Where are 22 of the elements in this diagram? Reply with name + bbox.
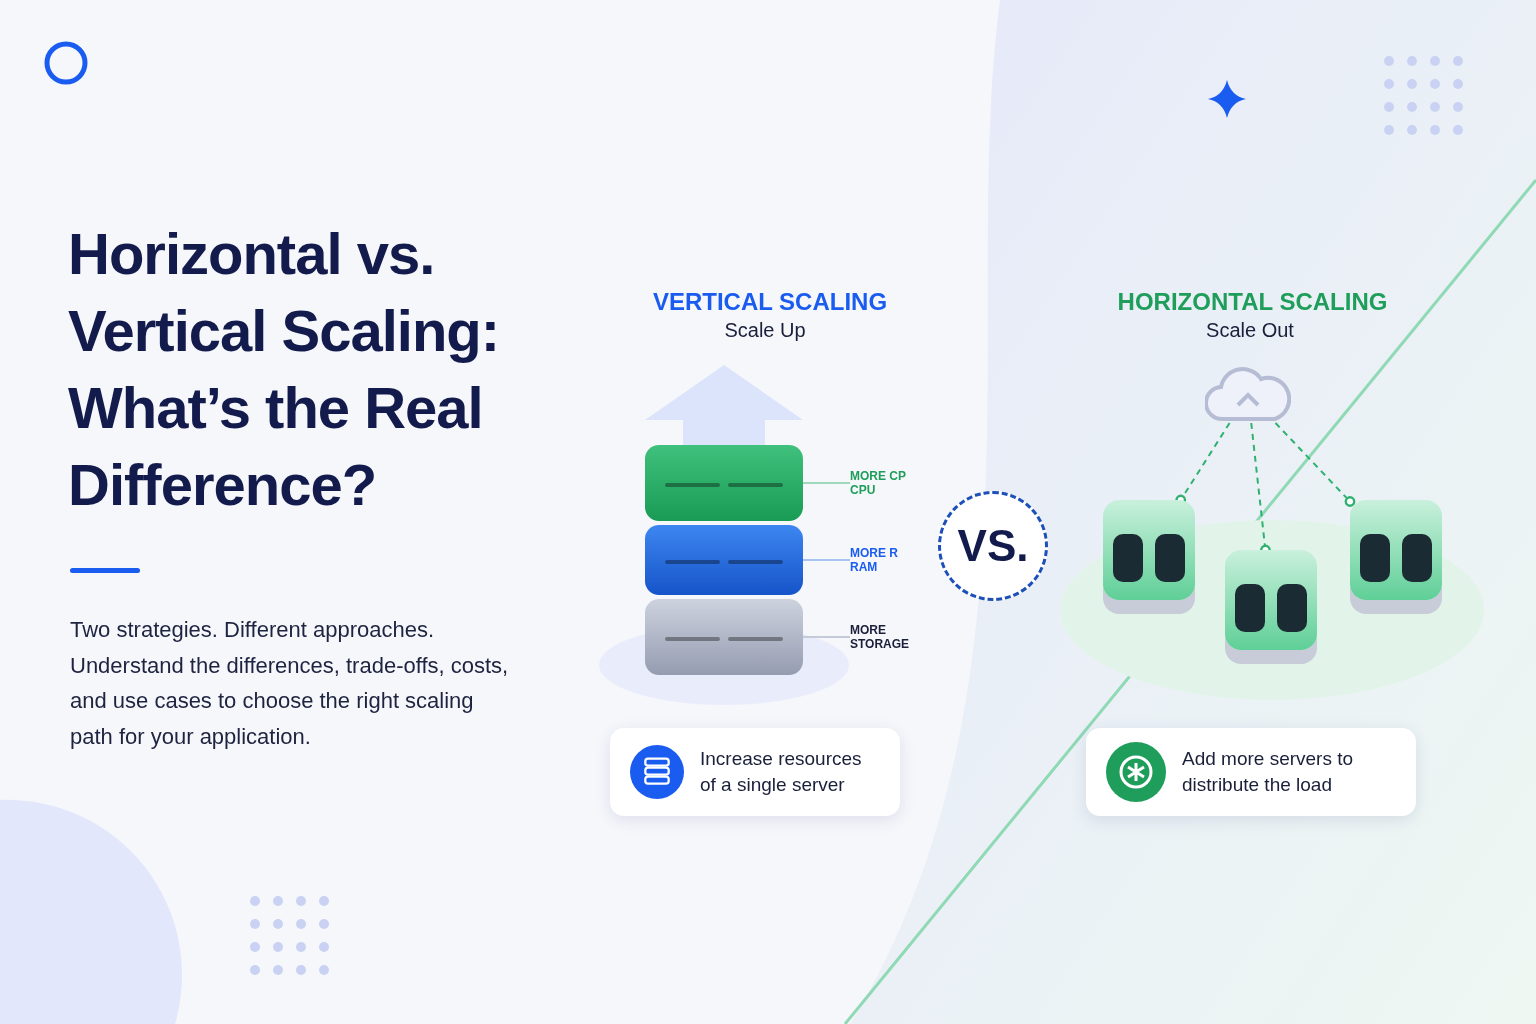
cloud-icon (1205, 365, 1291, 423)
description-text: Two strategies. Different approaches. Understand the differences, trade-offs, costs, and use cases to choose the right scaling path for your application. (70, 616, 510, 751)
leader-line (802, 636, 851, 638)
card-text: Add more servers to distribute the load (1182, 747, 1355, 797)
callout-text: MORE STORAGE (850, 623, 922, 651)
server-layer (645, 445, 803, 521)
callout-text: MORE CP CPU (850, 469, 922, 497)
section-heading: VERTICAL SCALING (651, 288, 889, 316)
section-subtitle: Scale Up (723, 319, 807, 342)
section-heading: HORIZONTAL SCALING (1116, 288, 1389, 316)
server-layer (645, 525, 803, 595)
card-text: Increase resources of a single server (700, 747, 863, 797)
info-card (1086, 728, 1416, 816)
leader-line (802, 559, 851, 561)
vs-badge: VS. (938, 491, 1048, 601)
title: Horizontal vs. Vertical Scaling: What’s the Real Difference? (68, 220, 501, 519)
info-card (610, 728, 900, 816)
server-layer (645, 599, 803, 675)
leader-line (802, 482, 851, 484)
connector-line (1274, 422, 1356, 507)
callout-text: MORE R RAM (850, 546, 922, 574)
section-subtitle: Scale Out (1205, 319, 1295, 342)
